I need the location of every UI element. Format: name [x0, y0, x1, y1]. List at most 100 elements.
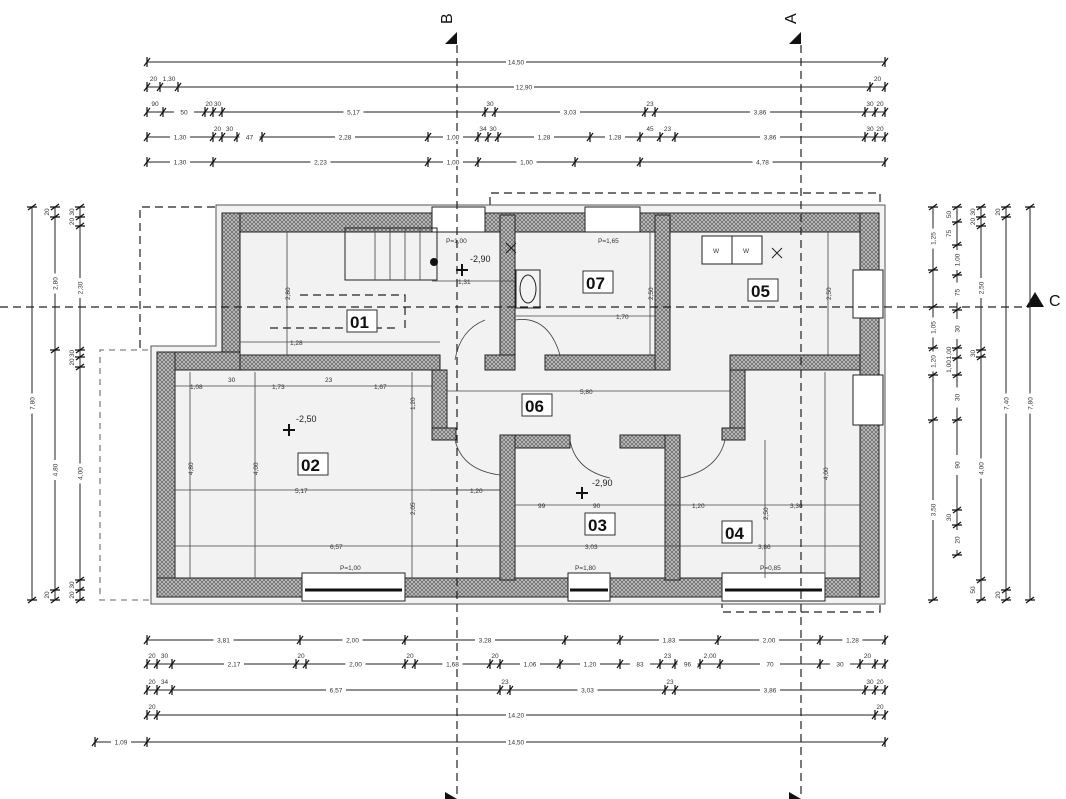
dimension-tick — [952, 344, 962, 352]
dimension-label: 23 — [664, 653, 672, 660]
window-right-1 — [852, 269, 884, 319]
dimension-tick — [586, 132, 594, 142]
dimension-tick — [153, 685, 161, 695]
dimension-tick — [302, 659, 310, 669]
dimension-tick — [816, 635, 824, 645]
dimension-label: 7,80 — [1028, 397, 1035, 410]
dimension-tick — [27, 596, 37, 604]
dimension-label: 20 — [864, 653, 872, 660]
dim-label: 2,50 — [826, 287, 833, 300]
dimension-tick — [156, 82, 164, 92]
dimension-label: 34 — [161, 679, 169, 686]
dimension-tick — [571, 157, 579, 167]
dimension-label: 4,00 — [979, 462, 986, 475]
section-marker-icon — [445, 32, 457, 44]
dimension-label: 50 — [180, 110, 188, 117]
window-label: P=1,65 — [598, 238, 619, 245]
dimension-label: 20 — [205, 101, 213, 108]
dimension-tick — [143, 157, 151, 167]
dim-label: 1,73 — [272, 384, 285, 391]
dimension-label: 45 — [646, 126, 654, 133]
dim-label: 3,86 — [758, 544, 771, 551]
dimension-tick — [952, 506, 962, 514]
dimension-tick — [296, 635, 304, 645]
dimension-tick — [952, 521, 962, 529]
dimension-label: 30 — [970, 350, 977, 358]
dimension-tick — [233, 132, 241, 142]
dim-label: 4,80 — [188, 462, 195, 475]
dimension-tick — [952, 218, 962, 226]
dimension-tick — [496, 659, 504, 669]
dimension-label: 1,06 — [524, 662, 537, 669]
dimension-label: 23 — [666, 679, 674, 686]
dimension-label: 47 — [246, 135, 254, 142]
dim-label: 5,80 — [580, 389, 593, 396]
dimension-tick — [671, 132, 679, 142]
dimension-tick — [952, 271, 962, 279]
level-marker-icon — [576, 487, 588, 499]
dimension-tick — [424, 132, 432, 142]
section-marker-icon — [789, 792, 801, 799]
dimension-label: 20 — [876, 126, 884, 133]
dimension-tick — [952, 241, 962, 249]
dimension-label: 20 — [297, 653, 305, 660]
level-label: -2,90 — [470, 254, 491, 264]
window-right-2 — [852, 374, 884, 426]
dimension-tick — [636, 157, 644, 167]
dimension-tick — [861, 685, 869, 695]
dim-label: 2,50 — [763, 507, 770, 520]
dimension-label: 50 — [946, 211, 953, 219]
dimension-label: 1,00 — [955, 253, 962, 266]
dimension-label: 4,80 — [53, 463, 60, 476]
dimension-label: 1,00 — [447, 160, 460, 167]
dimension-label: 2,23 — [314, 160, 327, 167]
dimension-label: 90 — [955, 461, 962, 469]
dimension-tick — [928, 416, 938, 424]
dimension-label: 23 — [646, 101, 654, 108]
dimension-label: 2,00 — [349, 662, 362, 669]
dimension-tick — [928, 596, 938, 604]
dimension-tick — [871, 132, 879, 142]
dimension-tick — [143, 685, 151, 695]
dimension-label: 3,86 — [754, 110, 767, 117]
dimension-tick — [952, 551, 962, 559]
dimension-label: 3,03 — [564, 110, 577, 117]
dimension-tick — [168, 685, 176, 695]
dimension-tick — [209, 157, 217, 167]
section-label-c: C — [1049, 293, 1061, 310]
dimension-tick — [856, 659, 864, 669]
dimension-label: 20 — [69, 591, 76, 599]
dim-label: 99 — [538, 503, 546, 510]
dimension-label: 7,40 — [1004, 397, 1011, 410]
dimension-label: 1,09 — [115, 740, 128, 747]
level-markers: -2,50 -2,90 -2,90 — [283, 254, 613, 499]
dimension-label: 2,00 — [346, 638, 359, 645]
dimension-tick — [50, 586, 60, 594]
washer-label: W — [713, 248, 720, 255]
dimension-tick — [143, 710, 151, 720]
dimension-label: 50 — [970, 586, 977, 594]
dimension-tick — [424, 157, 432, 167]
dim-label: 1,70 — [616, 314, 629, 321]
dimension-tick — [174, 82, 182, 92]
dimension-label: 20 — [970, 218, 977, 226]
dimension-tick — [75, 203, 85, 211]
dimension-label: 1,00 — [946, 360, 953, 373]
dimension-label: 30 — [161, 653, 169, 660]
dimension-label: 34 — [479, 126, 487, 133]
dimension-tick — [153, 710, 161, 720]
dimension-tick — [50, 213, 60, 221]
dimension-tick — [159, 107, 167, 117]
dimension-tick — [474, 157, 482, 167]
window-label: P=1,00 — [340, 565, 361, 572]
dimension-label: 1,20 — [584, 662, 597, 669]
dimension-label: 20 — [69, 218, 76, 226]
dimension-tick — [27, 203, 37, 211]
dimension-tick — [209, 132, 217, 142]
floor-drain-icon — [505, 242, 783, 259]
interior-dimensions: 1,08 30 1,73 23 1,67 5,17 6,57 4,80 4,00… — [175, 232, 860, 578]
section-marker-icon — [789, 32, 801, 44]
dim-label: 90 — [593, 503, 601, 510]
dimension-label: 2,00 — [763, 638, 776, 645]
dimension-tick — [494, 132, 502, 142]
